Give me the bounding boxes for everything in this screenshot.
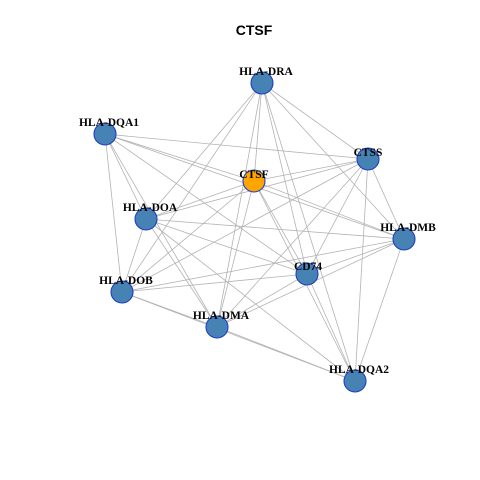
node-label-hla-dra: HLA-DRA [239, 66, 293, 78]
node-hla-dqa1[interactable] [93, 122, 117, 146]
node-hla-dob[interactable] [110, 280, 134, 304]
edge-ctsf-hla-dma [216, 180, 255, 328]
edge-hla-doa-cd74 [145, 218, 308, 275]
edge-hla-dmb-hla-dqa2 [354, 238, 405, 382]
node-label-ctss: CTSS [354, 147, 383, 159]
node-label-hla-dqa2: HLA-DQA2 [329, 364, 389, 376]
node-hla-dra[interactable] [250, 71, 274, 95]
edge-hla-dra-ctss [261, 82, 369, 160]
edge-ctss-hla-dob [121, 158, 369, 293]
edge-ctss-hla-dmb [367, 158, 405, 240]
edge-hla-dmb-hla-dob [121, 238, 405, 293]
edge-cd74-hla-dob [121, 273, 308, 293]
edge-hla-dra-ctsf [253, 82, 263, 182]
edge-hla-dra-hla-dmb [261, 82, 405, 240]
node-label-hla-dma: HLA-DMA [193, 310, 250, 322]
edge-hla-doa-hla-dmb [145, 218, 405, 240]
edge-hla-dqa1-ctss [104, 133, 369, 160]
edge-ctsf-hla-doa [145, 180, 255, 220]
edge-hla-doa-hla-dma [145, 218, 218, 328]
edge-hla-dqa1-hla-dob [104, 133, 123, 293]
edge-hla-dra-hla-dob [121, 82, 263, 293]
chart-title: CTSF [236, 22, 273, 38]
edge-hla-dqa1-ctsf [104, 133, 255, 182]
edge-hla-dra-hla-dma [216, 82, 263, 328]
edge-cd74-hla-dma [216, 273, 308, 328]
node-ctss[interactable] [356, 147, 380, 171]
node-label-hla-dob: HLA-DOB [99, 275, 153, 287]
edge-ctsf-hla-dmb [253, 180, 405, 240]
node-hla-dqa2[interactable] [343, 369, 367, 393]
edge-ctss-hla-dqa2 [354, 158, 369, 382]
edge-hla-dra-hla-dqa2 [261, 82, 356, 382]
node-hla-dma[interactable] [205, 315, 229, 339]
edge-ctsf-hla-dob [121, 180, 255, 293]
edge-hla-dma-hla-dqa2 [216, 326, 356, 382]
node-label-cd74: CD74 [294, 261, 322, 273]
edge-hla-dmb-cd74 [306, 238, 405, 275]
edge-hla-doa-hla-dob [121, 218, 147, 293]
node-label-hla-dqa1: HLA-DQA1 [79, 117, 139, 129]
edge-hla-dra-hla-doa [145, 82, 263, 220]
edge-cd74-hla-dqa2 [306, 273, 356, 382]
nodes-layer [93, 71, 416, 393]
node-hla-dmb[interactable] [392, 227, 416, 251]
node-cd74[interactable] [295, 262, 319, 286]
edge-hla-doa-hla-dqa2 [145, 218, 356, 382]
edge-hla-dra-cd74 [261, 82, 308, 275]
node-ctsf[interactable] [242, 169, 266, 193]
node-hla-doa[interactable] [134, 207, 158, 231]
edge-ctss-hla-dma [216, 158, 369, 328]
edge-ctss-cd74 [306, 158, 369, 275]
edge-hla-dqa1-hla-doa [104, 133, 147, 220]
edge-hla-dqa1-cd74 [104, 133, 308, 275]
node-label-hla-dmb: HLA-DMB [380, 222, 436, 234]
edges-layer [104, 82, 405, 382]
node-label-ctsf: CTSF [239, 169, 268, 181]
node-label-hla-doa: HLA-DOA [123, 202, 178, 214]
edge-ctss-ctsf [253, 158, 369, 182]
